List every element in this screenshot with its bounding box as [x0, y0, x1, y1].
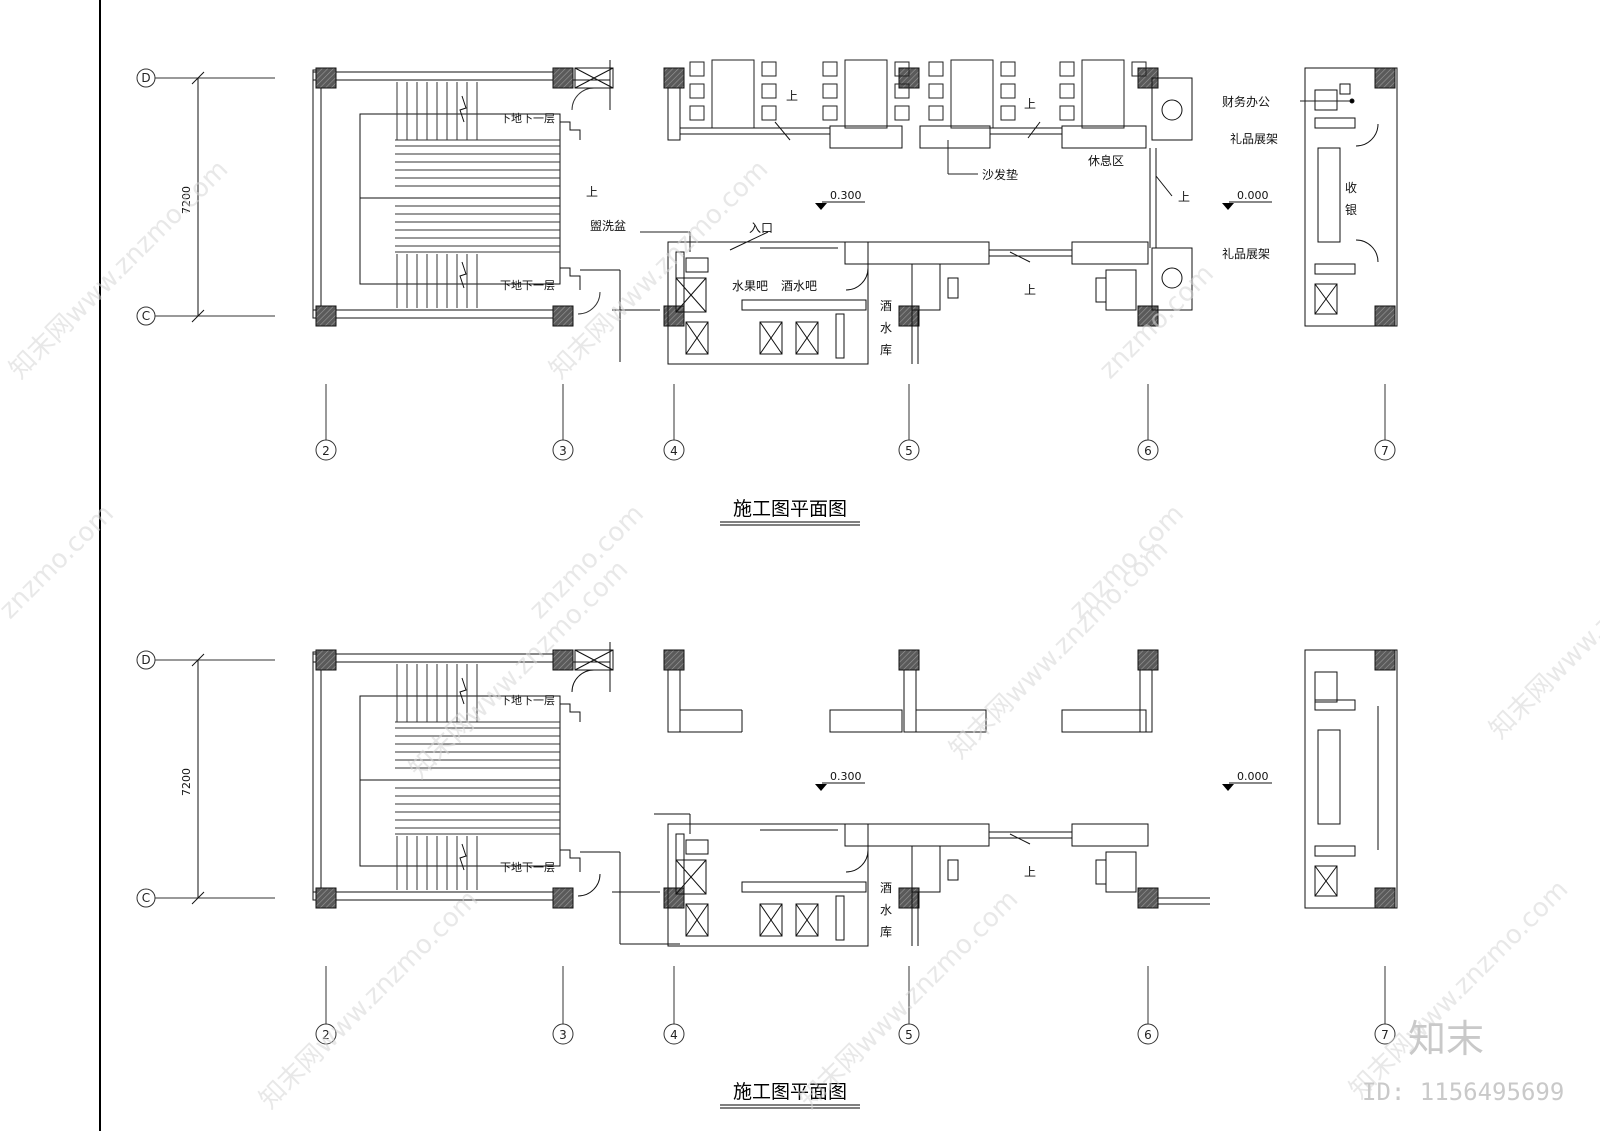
- watermark-text: 知末网www.znzmo.com: [794, 884, 1025, 1115]
- bar-area: [654, 813, 869, 947]
- axis-label: 6: [1144, 444, 1152, 458]
- cashier-label: 收: [1345, 181, 1357, 195]
- plan-title: 施工图平面图: [733, 1081, 847, 1103]
- sofa-label: 沙发垫: [982, 167, 1018, 182]
- gift-shelf-label: 礼品展架: [1222, 246, 1270, 261]
- up-label: 上: [1024, 283, 1036, 297]
- svg-text:0.000: 0.000: [1237, 770, 1269, 783]
- svg-text:0.300: 0.300: [830, 189, 862, 202]
- stair-block: [312, 642, 680, 945]
- axis-label: 4: [670, 1028, 678, 1042]
- dimension-value: 7200: [180, 768, 193, 796]
- axis-label: 2: [322, 444, 330, 458]
- stair-down-label: 下地下一层: [500, 694, 555, 707]
- wine-store-label: 酒: [880, 299, 892, 313]
- axis-label: 3: [559, 444, 567, 458]
- structural-columns: [315, 67, 1396, 327]
- entrance-label: 入口: [749, 221, 773, 235]
- wine-store-label: 水: [880, 903, 892, 917]
- plan-title: 施工图平面图: [733, 498, 847, 520]
- watermark-text: 知末网www.znzmo.com: [1344, 874, 1575, 1105]
- plan-2: D C 7200: [136, 642, 1398, 1109]
- bottom-partition: [844, 823, 1210, 946]
- dimension-value: 7200: [180, 186, 193, 214]
- wine-store-label: 库: [880, 924, 892, 939]
- level-marker: 0.300: [815, 189, 865, 210]
- fruit-bar-label: 水果吧: [732, 279, 768, 293]
- row-axis-c: C: [136, 306, 275, 326]
- gift-shelf-label: 礼品展架: [1230, 131, 1278, 146]
- row-axis-d: D: [136, 650, 275, 670]
- row-axis-c: C: [136, 888, 275, 908]
- basin-label: 盥洗盆: [590, 219, 626, 233]
- column-axes: [315, 384, 1396, 461]
- bottom-partition: [844, 241, 1193, 364]
- axis-label: 3: [559, 1028, 567, 1042]
- watermark-text: znzmo.com: [1094, 259, 1220, 385]
- axis-label: 2: [322, 1028, 330, 1042]
- brand-logo: 知末: [1408, 1017, 1484, 1061]
- watermark-text: 知末网www.znzmo.com: [4, 154, 235, 385]
- axis-label: 5: [905, 444, 913, 458]
- axis-label: 7: [1381, 444, 1389, 458]
- wine-store-label: 水: [880, 321, 892, 335]
- wine-store-label: 库: [880, 342, 892, 357]
- wine-store-label: 酒: [880, 881, 892, 895]
- office-block: [1304, 67, 1398, 327]
- image-id: ID: 1156495699: [1362, 1078, 1564, 1106]
- dining-tables: [689, 59, 1147, 129]
- axis-label: 7: [1381, 1028, 1389, 1042]
- level-marker: 0.000: [1222, 770, 1272, 791]
- axis-label: 6: [1144, 1028, 1152, 1042]
- cashier-label: 银: [1345, 203, 1357, 217]
- top-partition: [667, 77, 1193, 149]
- up-label: 上: [1178, 190, 1190, 204]
- bar-area: [667, 231, 869, 365]
- plan-1: D C 7200: [136, 59, 1398, 526]
- rest-area-label: 休息区: [1088, 153, 1124, 168]
- axis-label: D: [141, 71, 150, 85]
- structural-columns: [315, 649, 1396, 909]
- watermark-text: znzmo.com: [0, 499, 120, 625]
- svg-text:0.300: 0.300: [830, 770, 862, 783]
- stair-down-label: 下地下一层: [500, 279, 555, 292]
- column-axes: [315, 966, 1396, 1045]
- watermark-text: 知末网www.znzmo.com: [1484, 514, 1600, 745]
- wine-bar-label: 酒水吧: [781, 279, 817, 293]
- top-partition: [667, 669, 1153, 733]
- level-marker: 0.000: [1222, 189, 1272, 210]
- row-axis-d: D: [136, 68, 275, 88]
- axis-label: D: [141, 653, 150, 667]
- finance-office-label: 财务办公: [1222, 94, 1270, 109]
- up-label: 上: [786, 89, 798, 103]
- up-label: 上: [586, 185, 598, 199]
- stair-down-label: 下地下一层: [500, 112, 555, 125]
- watermark-text: 知末网www.znzmo.com: [254, 884, 485, 1115]
- dimension-line: 7200: [180, 71, 205, 323]
- stair-down-label: 下地下一层: [500, 861, 555, 874]
- axis-label: C: [142, 891, 150, 905]
- up-label: 上: [1024, 97, 1036, 111]
- watermark-text: 知末网www.znzmo.com: [544, 154, 775, 385]
- svg-text:0.000: 0.000: [1237, 189, 1269, 202]
- up-label: 上: [1024, 865, 1036, 879]
- office-block: [1304, 649, 1398, 909]
- watermark: 知末网www.znzmo.com 知末网www.znzmo.com znzmo.…: [0, 154, 1600, 1115]
- axis-label: 5: [905, 1028, 913, 1042]
- level-marker: 0.300: [815, 770, 865, 791]
- dimension-line: 7200: [180, 653, 205, 905]
- axis-label: C: [142, 309, 150, 323]
- axis-label: 4: [670, 444, 678, 458]
